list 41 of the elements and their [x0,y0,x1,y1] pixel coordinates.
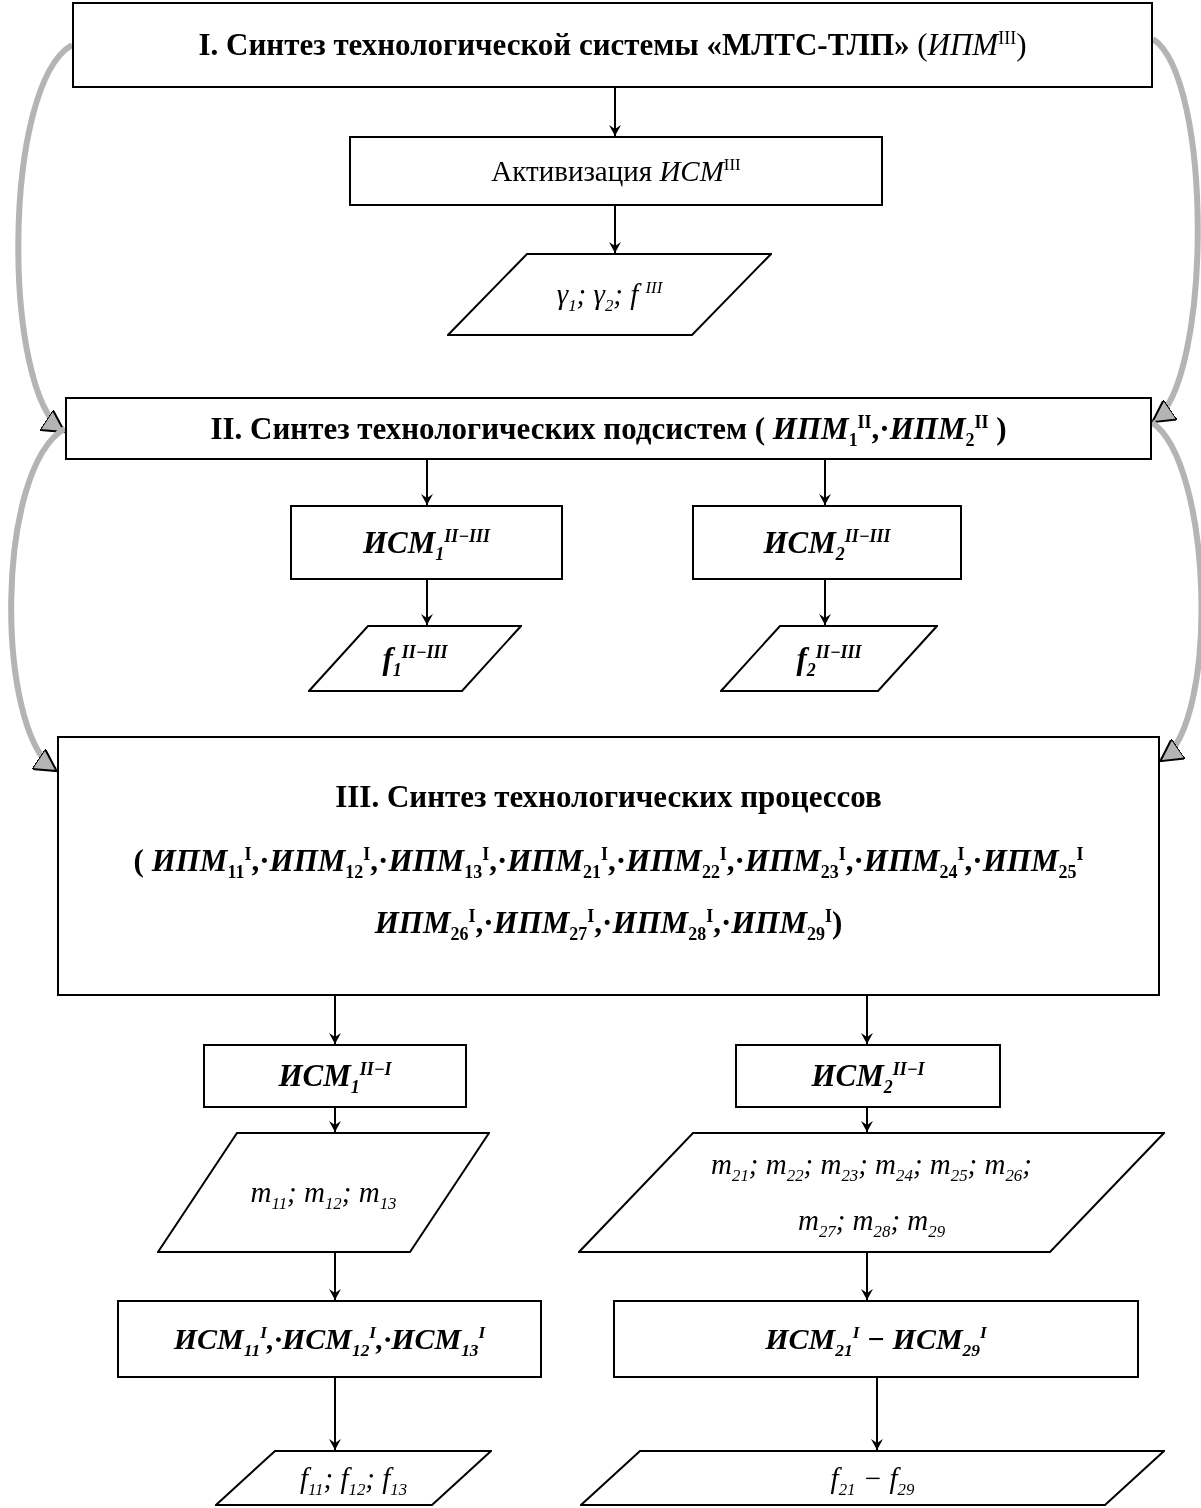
curved-arrow [8,426,67,773]
data-parallelogram [580,1450,1165,1506]
arrow [861,1107,873,1133]
arrow [861,995,873,1045]
data-parallelogram [308,625,522,692]
arrow [421,579,433,626]
stage-box [72,2,1153,88]
stage-box [65,397,1152,460]
data-parallelogram [578,1132,1165,1253]
process-box [203,1044,467,1108]
process-box [290,505,563,580]
arrow [819,459,831,506]
box-label: Активизация ИСМ$^{III}$ [491,153,741,189]
arrow [609,205,621,254]
data-parallelogram [720,625,938,692]
process-box [613,1300,1139,1378]
box-label: II. Синтез технологических подсистем ( ИПМ$_{1}$$^{II}$,·ИПМ$_{2}$$^{II}$ ) [210,409,1007,448]
box-label: f$_{21}$ − f$_{29}$ [830,1460,915,1496]
arrow [329,1107,341,1133]
process-box [735,1044,1001,1108]
box-label: f$_{11}$; f$_{12}$; f$_{13}$ [299,1460,408,1496]
process-box [117,1300,542,1378]
box-label: m$_{21}$; m$_{22}$; m$_{23}$; m$_{24}$; m$_{25}$; m$_{26}$; m$_{27}$; m$_{28}$; m$_{29}$ [710,1147,1033,1243]
process-box [692,505,962,580]
process-box [349,136,883,206]
box-label: γ$_{1}$; γ$_{2}$; f $^{III}$ [556,277,663,312]
arrow [861,1252,873,1301]
box-label: m$_{11}$; m$_{12}$; m$_{13}$ [250,1175,397,1210]
stage-heading: III. Синтез технологических процессов [335,778,882,816]
arrow [329,1252,341,1301]
stage-box [57,736,1160,996]
arrow [609,87,621,137]
arrow [819,579,831,626]
box-label: I. Синтез технологической системы «МЛТС-ТЛП» (ИПМ$^{III}$) [198,26,1027,64]
arrow [421,459,433,506]
data-parallelogram [447,253,772,336]
arrow [329,995,341,1045]
arrow [329,1377,341,1451]
data-parallelogram [215,1450,492,1506]
arrow [871,1377,883,1451]
data-parallelogram [157,1132,490,1253]
